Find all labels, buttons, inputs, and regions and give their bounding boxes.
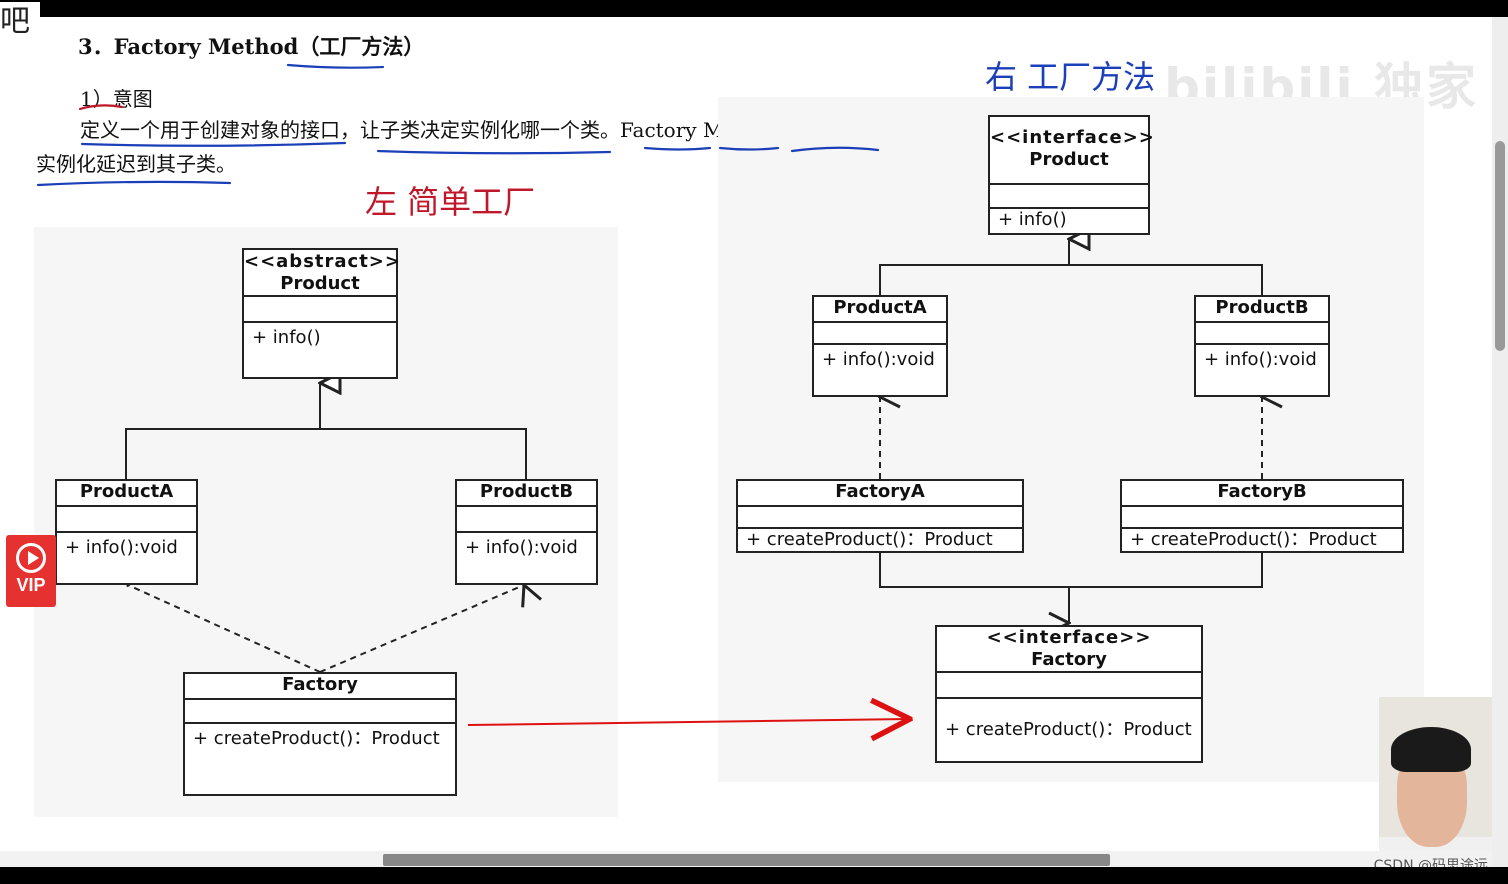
- webcam-overlay: [1379, 697, 1508, 867]
- left-product-class: <<abstract>> Product + info(): [242, 248, 401, 379]
- class-name: ProductB: [457, 481, 596, 507]
- vertical-scrollbar[interactable]: [1492, 17, 1508, 867]
- vip-label: VIP: [16, 575, 46, 595]
- vip-badge[interactable]: VIP: [6, 535, 56, 607]
- class-operation: + info(): [998, 209, 1067, 230]
- class-name: Factory: [185, 674, 455, 700]
- right-product-interface: <<interface>> Product + info(): [988, 115, 1155, 235]
- class-name: FactoryA: [738, 481, 1022, 507]
- right-dependency-lines: [880, 397, 1262, 479]
- class-operation: + createProduct()：Product: [193, 728, 440, 749]
- stereotype-label: <<interface>>: [990, 127, 1155, 148]
- annotation-left: 左 简单工厂: [365, 183, 536, 221]
- vertical-scroll-thumb[interactable]: [1495, 141, 1505, 351]
- class-operation: + info(): [252, 327, 321, 348]
- pen-underlines: [36, 63, 1102, 676]
- right-inheritance-lines: [879, 239, 1263, 295]
- class-operation: + info():void: [1204, 349, 1317, 370]
- class-operation: + createProduct()：Product: [746, 529, 993, 550]
- class-operation: + createProduct()：Product: [1130, 529, 1377, 550]
- class-name: Product: [1029, 149, 1109, 170]
- stereotype-label: <<abstract>>: [244, 251, 401, 272]
- class-name: ProductA: [814, 297, 946, 323]
- horizontal-scroll-thumb[interactable]: [383, 854, 1110, 866]
- class-name: FactoryB: [1122, 481, 1402, 507]
- right-factoryA-class: FactoryA + createProduct()：Product: [736, 479, 1024, 553]
- red-pen-arrow: [467, 719, 910, 725]
- right-factoryB-class: FactoryB + createProduct()：Product: [1120, 479, 1404, 553]
- left-dependency-lines: [128, 585, 524, 673]
- class-name: Product: [280, 273, 360, 294]
- class-operation: + info():void: [822, 349, 935, 370]
- left-productA-class: ProductA + info():void: [55, 479, 198, 585]
- left-productB-class: ProductB + info():void: [455, 479, 598, 585]
- corner-text: 吧: [0, 2, 40, 42]
- right-productB-class: ProductB + info():void: [1194, 295, 1330, 397]
- csdn-credit: CSDN @码思途远: [1373, 858, 1488, 867]
- horizontal-scrollbar[interactable]: [0, 851, 1492, 867]
- class-operation: + createProduct()：Product: [945, 719, 1192, 740]
- right-realization-lines: [879, 553, 1263, 623]
- left-inheritance-lines: [125, 383, 527, 479]
- class-name: ProductB: [1196, 297, 1328, 323]
- annotation-right: 右 工厂方法: [985, 58, 1156, 96]
- play-icon: [16, 543, 46, 573]
- class-operation: + info():void: [465, 537, 578, 558]
- slide-canvas: 3．Factory Method（工厂方法） 1）意图 定义一个用于创建对象的接…: [0, 17, 1508, 867]
- right-productA-class: ProductA + info():void: [812, 295, 948, 397]
- right-factory-interface: <<interface>> Factory + createProduct()：…: [935, 625, 1203, 763]
- connector-lines: [36, 63, 1508, 867]
- class-operation: + info():void: [65, 537, 178, 558]
- class-name: Factory: [1031, 649, 1107, 670]
- class-name: ProductA: [57, 481, 196, 507]
- stereotype-label: <<interface>>: [986, 627, 1152, 648]
- left-factory-class: Factory + createProduct()：Product: [183, 672, 457, 796]
- section-heading: 3．Factory Method（工厂方法）: [78, 34, 425, 59]
